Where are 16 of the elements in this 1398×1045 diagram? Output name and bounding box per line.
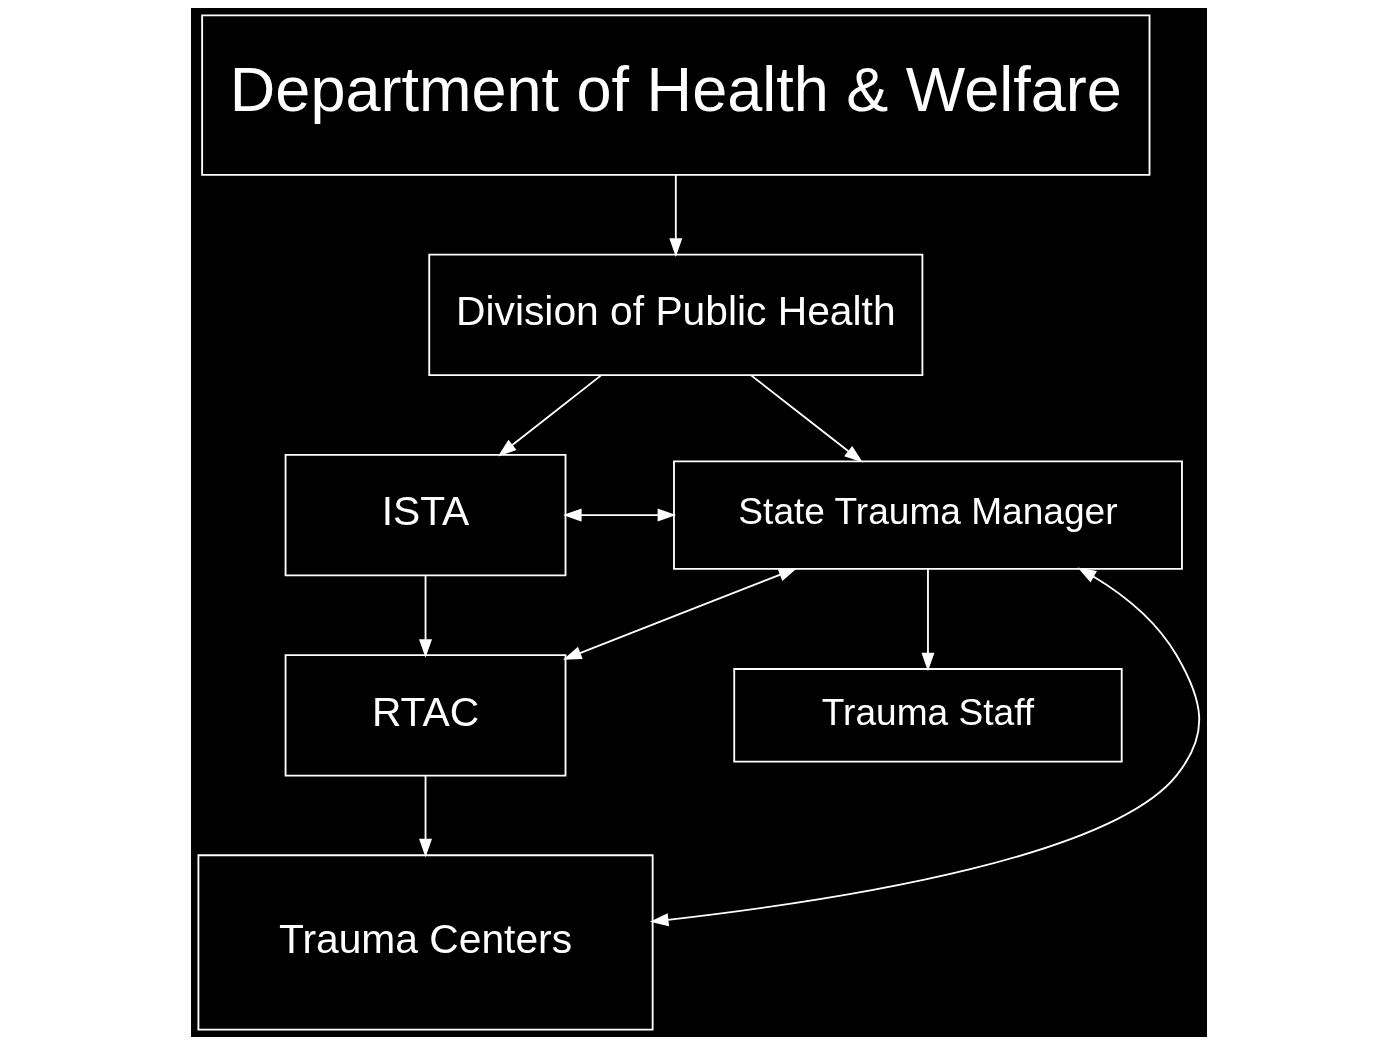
- arrow: [563, 508, 677, 522]
- node-box: Trauma Staff: [733, 668, 1123, 763]
- arrow: [497, 374, 603, 457]
- arrow: [749, 374, 863, 463]
- arrow: [419, 774, 433, 858]
- node-box: RTAC: [284, 654, 567, 777]
- arrow: [419, 574, 433, 658]
- arrow: [921, 568, 935, 672]
- arrow: [649, 567, 1201, 927]
- node-box: Department of Health & Welfare: [201, 14, 1151, 176]
- node-box: Trauma Centers: [197, 854, 654, 1031]
- node-box: ISTA: [284, 453, 567, 577]
- arrow: [669, 174, 683, 257]
- arrow: [563, 568, 798, 660]
- node-box: State Trauma Manager: [673, 460, 1183, 570]
- node-box: Division of Public Health: [428, 253, 924, 377]
